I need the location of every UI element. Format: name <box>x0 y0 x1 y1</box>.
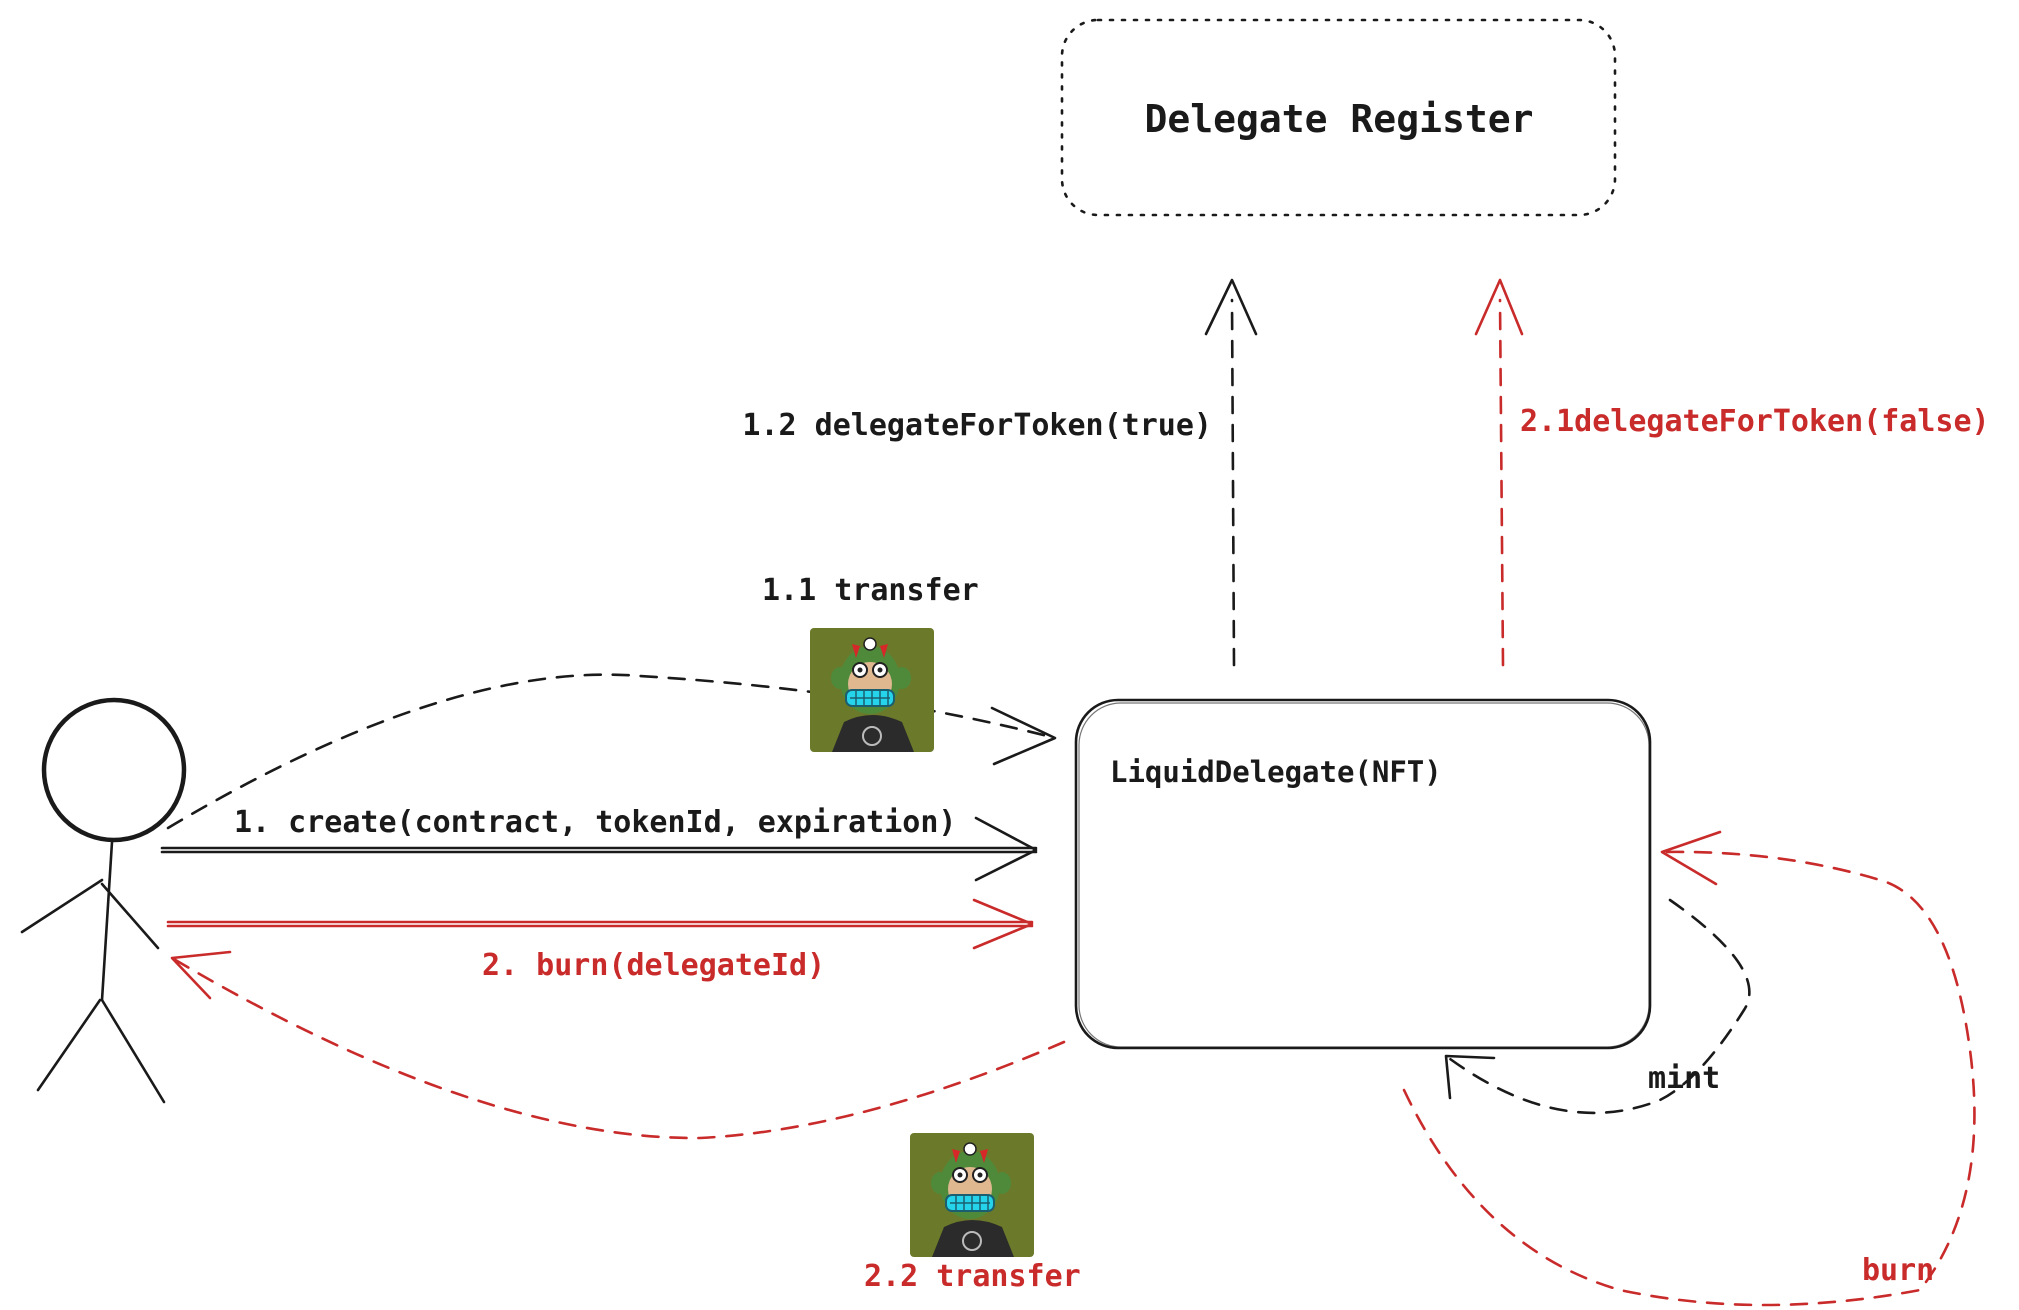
ape-nft-image-icon <box>809 627 935 753</box>
delegate-register-label: Delegate Register <box>1145 97 1534 141</box>
create-arrow <box>160 816 1038 882</box>
mint-label: mint <box>1648 1061 1720 1096</box>
burn-label: burn <box>1862 1253 1934 1288</box>
delegate-true-arrow <box>1204 278 1258 667</box>
liquid-delegate-box <box>1074 698 1652 1050</box>
burn-call-arrow <box>166 898 1034 950</box>
transfer-in-label: 1.1 transfer <box>762 573 979 608</box>
delegate-false-arrow <box>1474 278 1524 667</box>
burn-arrow <box>1402 830 1976 1307</box>
burn-call-label: 2. burn(delegateId) <box>482 948 825 983</box>
create-label: 1. create(contract, tokenId, expiration) <box>234 805 956 840</box>
delegate-register-box <box>1060 18 1617 217</box>
ape-nft-image-icon <box>909 1132 1035 1258</box>
liquid-delegate-label: LiquidDelegate(NFT) <box>1110 755 1442 789</box>
transfer-out-label: 2.2 transfer <box>864 1259 1081 1294</box>
transfer-out-arrow <box>170 950 1066 1140</box>
delegate-false-label: 2.1delegateForToken(false) <box>1520 404 1990 439</box>
stick-figure-icon <box>20 697 187 1104</box>
delegate-true-label: 1.2 delegateForToken(true) <box>742 408 1212 443</box>
mint-arrow <box>1444 898 1751 1115</box>
